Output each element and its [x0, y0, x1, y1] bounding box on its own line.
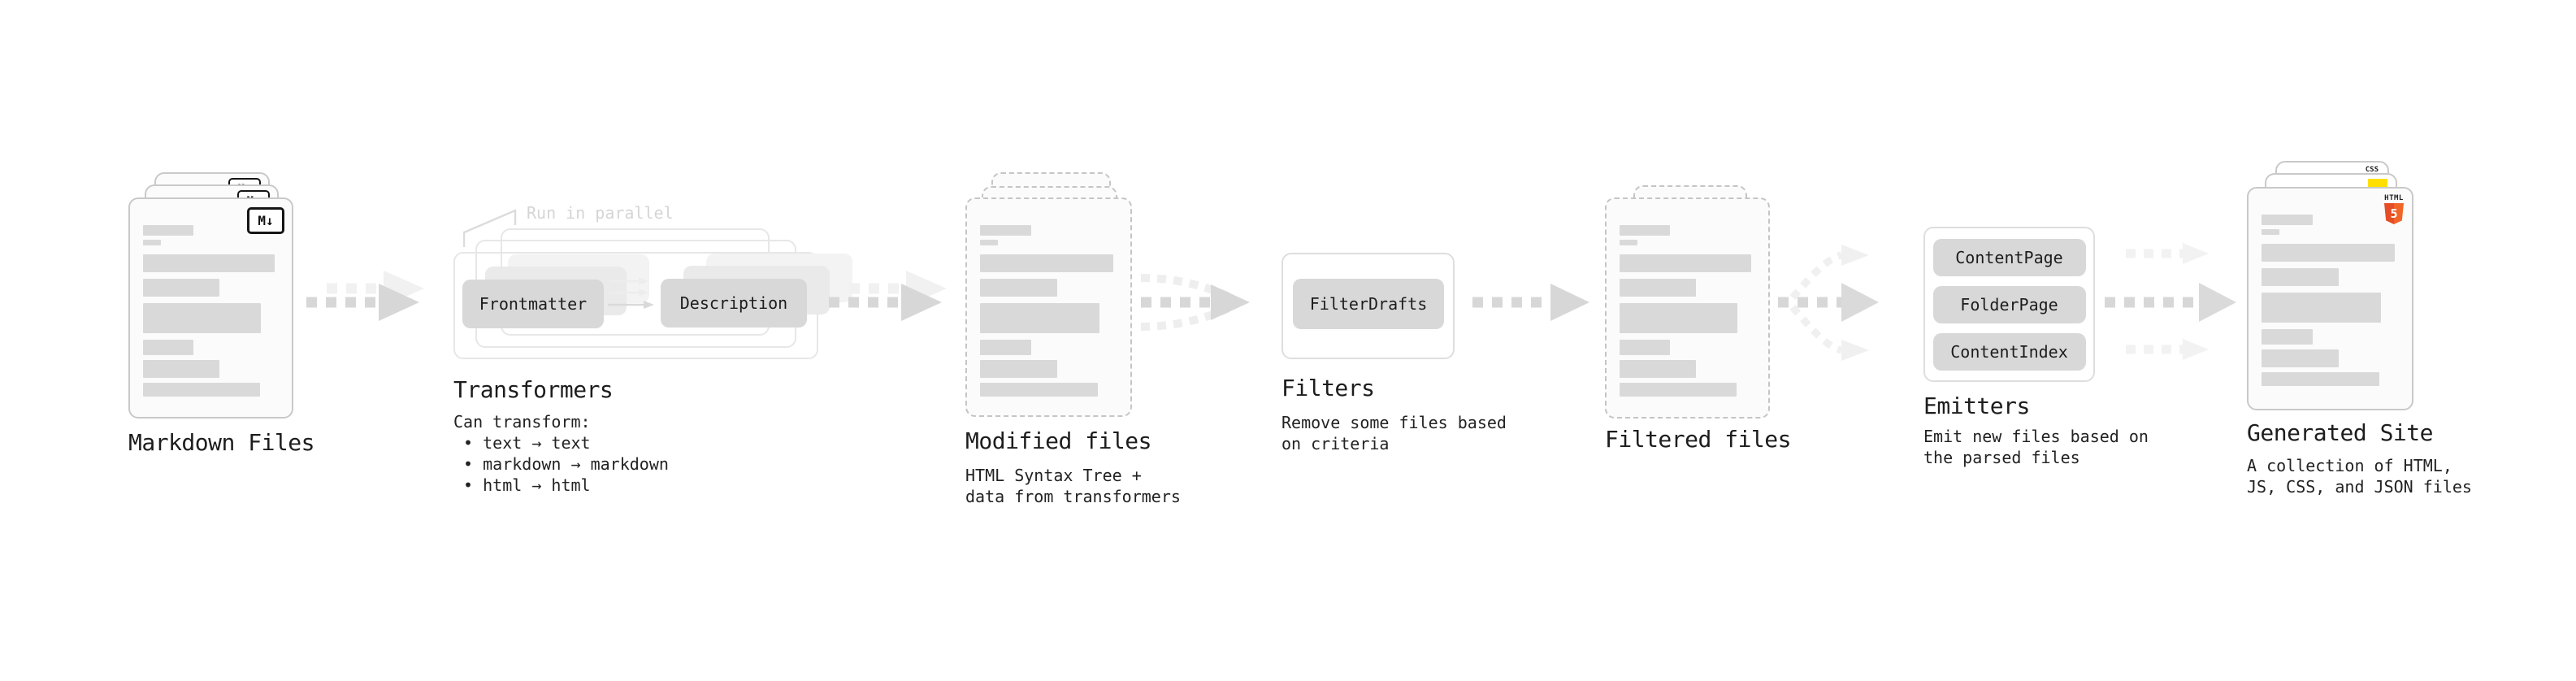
placeholder-bar	[143, 225, 193, 236]
placeholder-bar	[980, 279, 1057, 297]
document-placeholder-lines	[1607, 199, 1768, 397]
folderpage-pill: FolderPage	[1932, 286, 2086, 323]
emitters-frame: ContentPage FolderPage ContentIndex	[1923, 227, 2095, 382]
arrow-emitters-to-generated	[2105, 243, 2236, 360]
frontmatter-pill: Frontmatter	[462, 280, 604, 328]
placeholder-bar	[980, 225, 1031, 236]
placeholder-bar	[143, 303, 262, 333]
placeholder-bar	[143, 340, 193, 355]
transformers-description: Can transform: • text → text • markdown …	[453, 412, 669, 495]
html5-number: 5	[2390, 206, 2398, 221]
placeholder-bar	[2262, 293, 2382, 323]
placeholder-bar	[1620, 340, 1670, 355]
arrow-filtered-to-emitters	[1778, 245, 1879, 361]
placeholder-bar	[1620, 279, 1696, 297]
placeholder-bar	[980, 383, 1099, 397]
placeholder-bar	[980, 360, 1057, 378]
placeholder-bar	[1620, 225, 1670, 236]
filtered-doc-front	[1605, 197, 1770, 419]
emitters-label: Emitters	[1923, 393, 2030, 419]
placeholder-bar	[1620, 254, 1751, 272]
filters-description: Remove some files based on criteria	[1281, 413, 1507, 453]
arrow-modified-to-filters	[1140, 274, 1250, 331]
html5-icon: HTML 5	[2383, 194, 2405, 224]
html5-word: HTML	[2384, 194, 2404, 202]
placeholder-bar	[2262, 349, 2339, 367]
placeholder-bar	[980, 303, 1100, 333]
modified-doc-front	[965, 197, 1132, 417]
modified-files-label: Modified files	[965, 427, 1152, 454]
document-placeholder-lines	[2249, 189, 2412, 386]
markdown-files-label: Markdown Files	[128, 429, 315, 456]
placeholder-bar	[2262, 215, 2313, 225]
placeholder-bar	[143, 240, 161, 245]
placeholder-bar	[143, 383, 260, 397]
modified-files-description: HTML Syntax Tree + data from transformer…	[965, 466, 1181, 506]
placeholder-bar	[980, 240, 998, 245]
generated-site-description: A collection of HTML, JS, CSS, and JSON …	[2247, 456, 2472, 497]
filtered-files-label: Filtered files	[1605, 426, 1792, 453]
placeholder-bar	[2262, 244, 2395, 262]
arrow-transformers-to-modified	[829, 271, 947, 321]
document-placeholder-lines	[130, 199, 292, 397]
markdown-doc-front: M↓	[128, 197, 293, 419]
generated-doc-html: HTML 5	[2247, 187, 2413, 410]
placeholder-bar	[980, 254, 1113, 272]
description-pill: Description	[661, 279, 807, 327]
emitters-description: Emit new files based on the parsed files	[1923, 427, 2149, 467]
placeholder-bar	[1620, 303, 1738, 333]
arrow-filters-to-filtered	[1472, 284, 1589, 321]
filterdrafts-pill: FilterDrafts	[1293, 279, 1444, 329]
markdown-icon: M↓	[247, 207, 284, 234]
contentindex-pill: ContentIndex	[1932, 333, 2086, 371]
transformers-label: Transformers	[453, 376, 614, 403]
placeholder-bar	[2262, 329, 2313, 345]
generated-site-label: Generated Site	[2247, 419, 2434, 446]
parallel-arrows-icon	[608, 277, 654, 309]
contentpage-pill: ContentPage	[1932, 239, 2086, 276]
placeholder-bar	[1620, 360, 1696, 378]
placeholder-bar	[980, 340, 1031, 355]
placeholder-bar	[2262, 268, 2339, 286]
placeholder-bar	[2262, 229, 2279, 235]
placeholder-bar	[143, 254, 275, 272]
placeholder-bar	[1620, 383, 1737, 397]
document-placeholder-lines	[967, 199, 1130, 397]
arrow-markdown-to-transformers	[306, 271, 424, 321]
placeholder-bar	[143, 279, 219, 297]
filters-label: Filters	[1281, 375, 1375, 401]
placeholder-bar	[2262, 372, 2380, 386]
run-in-parallel-note: Run in parallel	[527, 203, 674, 223]
run-in-parallel-callout-line	[463, 209, 517, 247]
placeholder-bar	[143, 360, 219, 378]
placeholder-bar	[1620, 240, 1637, 245]
